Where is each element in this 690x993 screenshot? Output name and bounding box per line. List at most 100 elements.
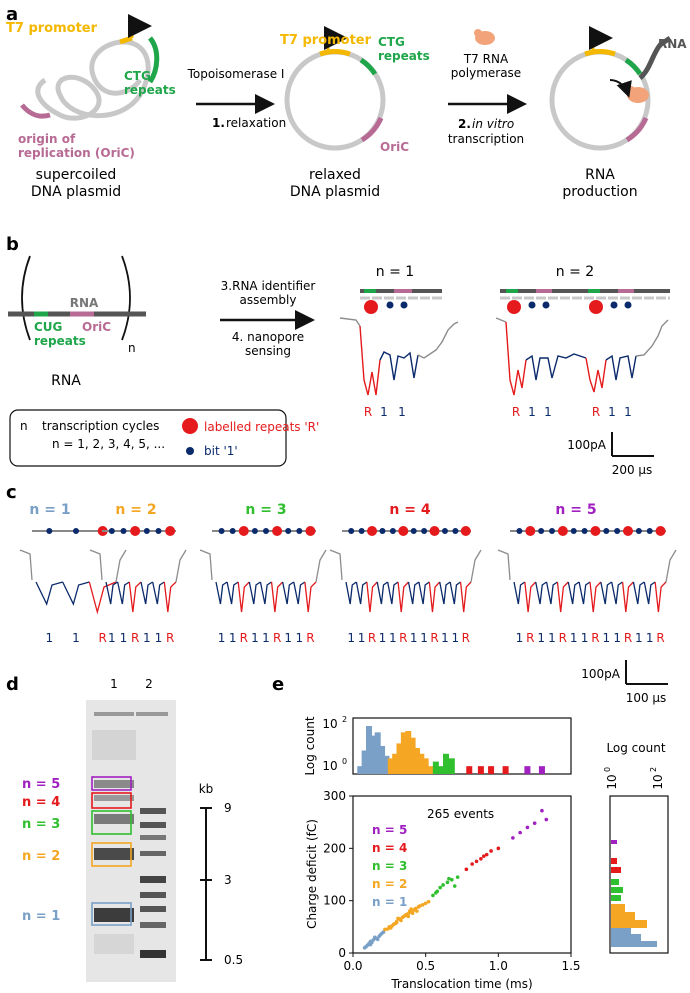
trace-letter: 1 xyxy=(379,631,387,645)
top-histogram-bars xyxy=(357,726,545,774)
hist-bar-n2 xyxy=(396,743,403,774)
trace-gray-end xyxy=(315,549,327,583)
y-tick-label: 300 xyxy=(323,789,346,803)
trace-marker-blue xyxy=(549,528,555,534)
trace-letter: 1 xyxy=(537,631,545,645)
trace-marker-blue xyxy=(410,528,417,534)
y-tick-label: 100 xyxy=(323,894,346,908)
hist-bar-n1 xyxy=(379,745,386,774)
trace-marker-blue xyxy=(421,528,428,534)
trace-letter: R xyxy=(98,631,106,645)
scatter-point-n5 xyxy=(540,808,544,813)
hist-bar-n3 xyxy=(437,766,444,774)
scatter-point-n4 xyxy=(470,862,474,866)
hist-bar-n1 xyxy=(370,735,377,774)
trace-n2-red-marker-1 xyxy=(507,300,521,314)
side-tick-right-exp: 2 xyxy=(649,767,658,772)
trace-n2-red-1 xyxy=(505,321,527,396)
trace-blue-segment xyxy=(449,581,461,605)
cug-label-line2: repeats xyxy=(34,334,86,348)
scale-c-current: 100pA xyxy=(581,667,621,681)
trace-blue-segment xyxy=(545,581,558,605)
trace-marker-red xyxy=(429,526,440,536)
scatter-point-n4 xyxy=(479,857,483,861)
scatter-point-n2 xyxy=(406,914,411,919)
gel-box-n4 xyxy=(91,792,132,809)
scatter-point-n1 xyxy=(371,938,376,942)
trace-letter: 1 xyxy=(347,631,355,645)
scale-bar-b xyxy=(611,432,654,457)
trace-letter: 1 xyxy=(251,631,259,645)
scatter-point-n1 xyxy=(364,944,368,949)
trace-blue-segment xyxy=(418,581,430,605)
scatter-point-n3 xyxy=(441,883,445,887)
top-hist-ytick-top: 10 xyxy=(322,717,337,731)
trace-n2-letter-1: 1 xyxy=(528,405,536,419)
trace-blue-segment xyxy=(578,581,591,605)
trace-marker-red xyxy=(655,526,666,536)
scatter-point-n3 xyxy=(452,884,457,888)
trace-gray-start xyxy=(199,549,213,581)
trace-title-n4: n = 4 xyxy=(389,502,430,518)
scatter-point-n4 xyxy=(474,859,479,864)
trace-red-segment xyxy=(428,581,441,613)
gel-lane-2-label: 2 xyxy=(145,677,153,691)
panel-label-a: a xyxy=(6,4,18,25)
trace-marker-blue xyxy=(296,528,303,534)
trace-letter: 1 xyxy=(229,631,237,645)
production-label-line1: RNA xyxy=(585,167,615,183)
scatter-legend-n5: n = 5 xyxy=(372,823,407,837)
trace-letter: 1 xyxy=(389,631,397,645)
gel-image xyxy=(86,700,176,982)
trace-n2-red-marker-2 xyxy=(589,300,603,314)
step2-number: 2. xyxy=(458,117,471,131)
trace-n1-gray-start xyxy=(339,317,361,327)
t7-promoter-label: T7 promoter xyxy=(6,21,98,36)
trace-n1-red xyxy=(359,325,381,396)
trace-blue-segment xyxy=(513,581,526,605)
trace-marker-blue xyxy=(389,528,396,534)
t7-rna-polymerase-line1: T7 RNA xyxy=(463,52,509,66)
kb-tick-0.5: 0.5 xyxy=(224,953,243,967)
production-label-line2: production xyxy=(562,184,637,200)
trace-red-segment xyxy=(589,581,602,613)
scatter-point-n2 xyxy=(400,915,405,920)
trace-letter: R xyxy=(273,631,281,645)
trace-letter: R xyxy=(559,631,567,645)
scatter-point-n2 xyxy=(383,927,387,932)
relaxed-label-line2: DNA plasmid xyxy=(290,184,380,200)
hist-bar-n2 xyxy=(409,737,416,774)
trace-marker-blue xyxy=(570,528,577,534)
trace-gray-start xyxy=(19,549,33,581)
ctg-repeats-label-line1: CTG xyxy=(124,69,151,83)
step4-line2: sensing xyxy=(245,344,291,358)
trace-marker-blue xyxy=(108,528,115,534)
trace-letter: 1 xyxy=(108,631,116,645)
trace-letter: 1 xyxy=(218,631,226,645)
scale-b-current: 100pA xyxy=(567,438,607,452)
trace-blue-segment xyxy=(439,581,451,605)
scatter-point-n5 xyxy=(544,817,549,822)
cug-label-line1: CUG xyxy=(34,320,62,334)
trace-blue-segment xyxy=(407,581,420,605)
trace-blue-segment xyxy=(117,581,130,605)
trace-marker-red xyxy=(165,526,176,536)
x-tick-label: 1.5 xyxy=(561,959,580,973)
gel-box-n5 xyxy=(91,776,132,791)
trace-letter: 1 xyxy=(410,631,418,645)
scatter-point-n3 xyxy=(455,875,460,879)
scatter-point-n4 xyxy=(496,846,501,851)
scatter-point-n2 xyxy=(396,916,400,921)
rna-bottom-label: RNA xyxy=(51,373,81,389)
hist-bar-n4 xyxy=(488,766,495,774)
trace-blue-segment xyxy=(248,581,261,605)
t7-promoter-label-2: T7 promoter xyxy=(280,33,372,48)
trace-letter: R xyxy=(526,631,534,645)
trace-marker-red xyxy=(305,526,316,536)
hist-bar-n2 xyxy=(413,748,420,774)
trace-red-segment xyxy=(397,581,409,613)
scatter-legend-n4: n = 4 xyxy=(372,841,407,855)
trace-blue-segment xyxy=(282,581,295,605)
